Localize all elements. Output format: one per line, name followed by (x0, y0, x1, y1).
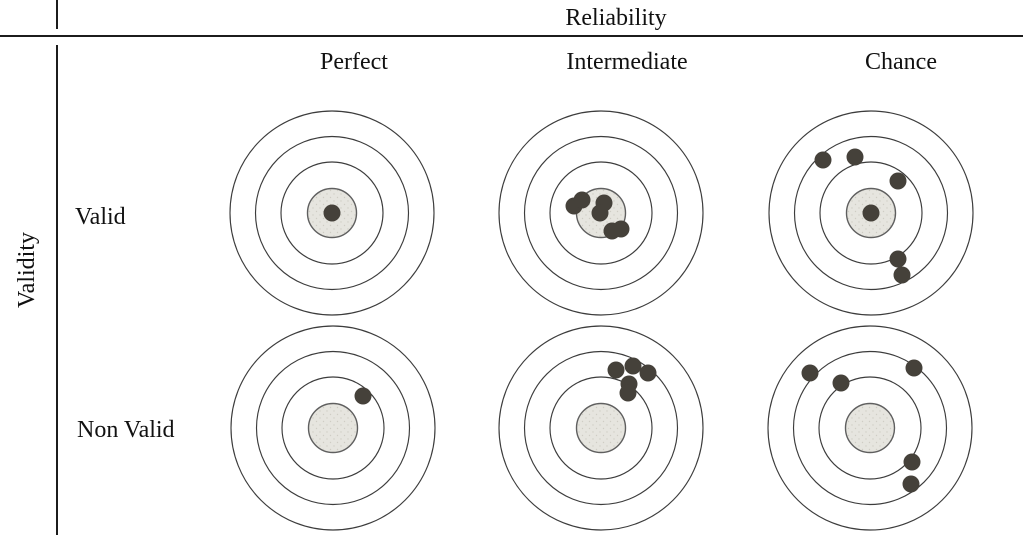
shot-dot (862, 204, 880, 222)
shot-dot (846, 148, 864, 166)
target-ring (819, 161, 923, 265)
target-ring (255, 350, 411, 506)
header-horizontal-rule (0, 35, 1023, 37)
shot-dot (814, 151, 832, 169)
target-nonvalid-chance (767, 325, 973, 531)
shot-dot (573, 191, 591, 209)
column-header-intermediate: Intermediate (566, 49, 688, 75)
target-ring (793, 135, 949, 291)
shot-dot (801, 364, 819, 382)
bullseye-texture-overlay (577, 404, 625, 452)
row-header-nonvalid: Non Valid (77, 417, 175, 443)
target-valid-perfect (229, 110, 435, 316)
shot-dot (323, 204, 341, 222)
shot-dot (832, 374, 850, 392)
target-ring (280, 161, 384, 265)
target-ring (818, 376, 922, 480)
bullseye-texture-overlay (309, 404, 357, 452)
shot-dot (612, 220, 630, 238)
shot-dot (639, 364, 657, 382)
target-ring (767, 325, 973, 531)
target-ring (498, 110, 704, 316)
shot-dot (889, 250, 907, 268)
target-ring (549, 161, 653, 265)
column-header-perfect: Perfect (320, 49, 388, 75)
target-ring (281, 376, 385, 480)
target-nonvalid-perfect (230, 325, 436, 531)
shot-dot (354, 387, 372, 405)
target-ring (549, 376, 653, 480)
target-ring (523, 135, 679, 291)
target-ring (229, 110, 435, 316)
target-ring (523, 350, 679, 506)
column-header-chance: Chance (865, 49, 937, 75)
target-nonvalid-intermediate (498, 325, 704, 531)
shot-dot (905, 359, 923, 377)
shot-dot (607, 361, 625, 379)
target-ring (768, 110, 974, 316)
reliability-axis-title: Reliability (565, 5, 667, 31)
shot-dot (893, 266, 911, 284)
target-valid-intermediate (498, 110, 704, 316)
bullseye-texture-overlay (846, 404, 894, 452)
row-label-vertical-rule (56, 45, 58, 535)
row-header-valid: Valid (75, 204, 126, 230)
shot-dot (624, 357, 642, 375)
shot-dot (903, 453, 921, 471)
shot-dot (889, 172, 907, 190)
target-ring (792, 350, 948, 506)
target-ring (498, 325, 704, 531)
target-ring (230, 325, 436, 531)
target-valid-chance (768, 110, 974, 316)
shot-dot (619, 384, 637, 402)
row-label-vertical-rule-top (56, 0, 58, 29)
target-ring (254, 135, 410, 291)
shot-dot (902, 475, 920, 493)
shot-dot (591, 204, 609, 222)
